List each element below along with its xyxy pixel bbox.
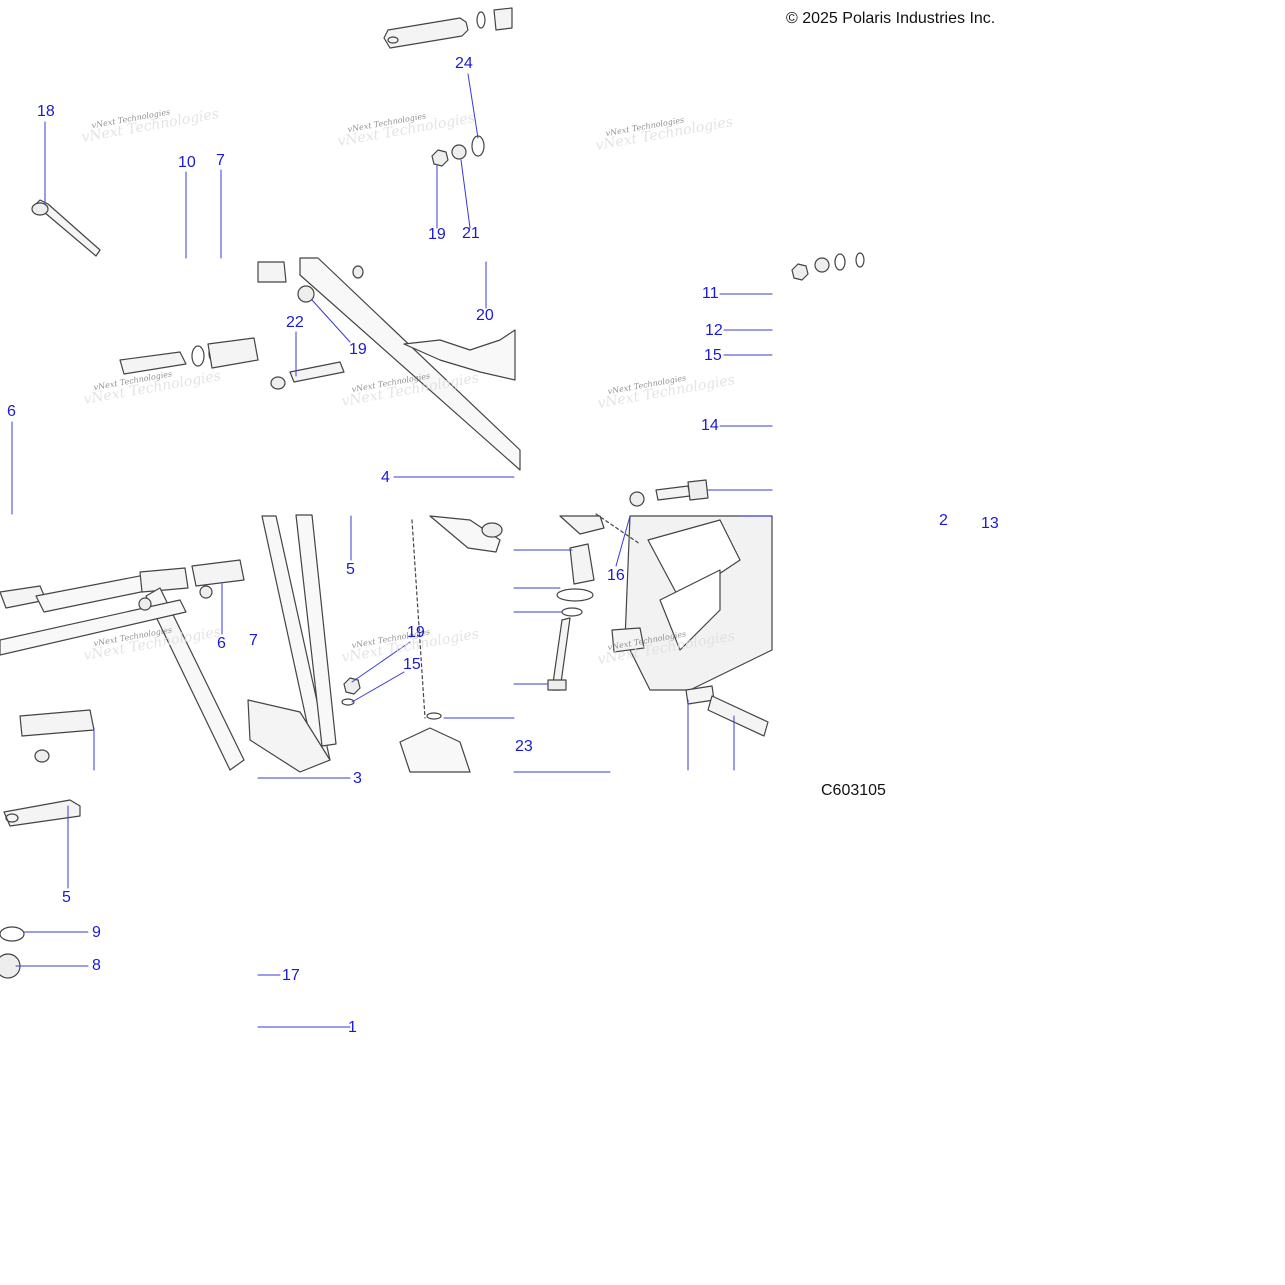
callout-1: 1 xyxy=(348,1019,357,1036)
callout-12: 12 xyxy=(705,322,723,339)
callout-9: 9 xyxy=(92,924,101,941)
callout-17: 17 xyxy=(282,967,300,984)
a-arm-lower-left xyxy=(0,559,245,771)
callout-6: 6 xyxy=(7,403,16,420)
callout-4: 4 xyxy=(381,469,390,486)
figure-id: C603105 xyxy=(821,782,886,799)
callout-11: 11 xyxy=(702,285,719,302)
callout-5: 5 xyxy=(62,889,71,906)
callout-16: 16 xyxy=(607,567,625,584)
copyright-text: © 2025 Polaris Industries Inc. xyxy=(786,10,996,27)
hardware-stack-right xyxy=(791,252,865,281)
callout-19: 19 xyxy=(407,624,425,641)
callout-19: 19 xyxy=(428,226,446,243)
callout-5: 5 xyxy=(346,561,355,578)
bushings-mid-left xyxy=(119,337,259,375)
callout-6: 6 xyxy=(217,635,226,652)
callout-10: 10 xyxy=(178,154,196,171)
callout-8: 8 xyxy=(92,957,101,974)
knuckle-right xyxy=(547,513,773,737)
bolt-part-14 xyxy=(629,479,709,507)
callout-13: 13 xyxy=(981,515,999,532)
callout-19: 19 xyxy=(349,341,367,358)
leader-lines xyxy=(11,73,773,1028)
hardware-stack-upper xyxy=(431,135,485,167)
callout-7: 7 xyxy=(249,632,258,649)
callout-23: 23 xyxy=(515,738,533,755)
callout-15: 15 xyxy=(403,656,421,673)
callout-22: 22 xyxy=(286,314,304,331)
callout-2: 2 xyxy=(939,512,948,529)
bolt-part-18 xyxy=(31,199,101,257)
callout-24: 24 xyxy=(455,55,473,72)
callout-3: 3 xyxy=(353,770,362,787)
callout-20: 20 xyxy=(476,307,494,324)
callout-21: 21 xyxy=(462,225,480,242)
callout-15: 15 xyxy=(704,347,722,364)
pin-and-rings-lower xyxy=(0,799,81,979)
spindle-center xyxy=(247,514,503,773)
pin-part-top xyxy=(383,7,513,49)
callout-7: 7 xyxy=(216,152,225,169)
callout-14: 14 xyxy=(701,417,719,434)
callout-18: 18 xyxy=(37,103,55,120)
a-arm-upper-fragment xyxy=(257,257,521,471)
